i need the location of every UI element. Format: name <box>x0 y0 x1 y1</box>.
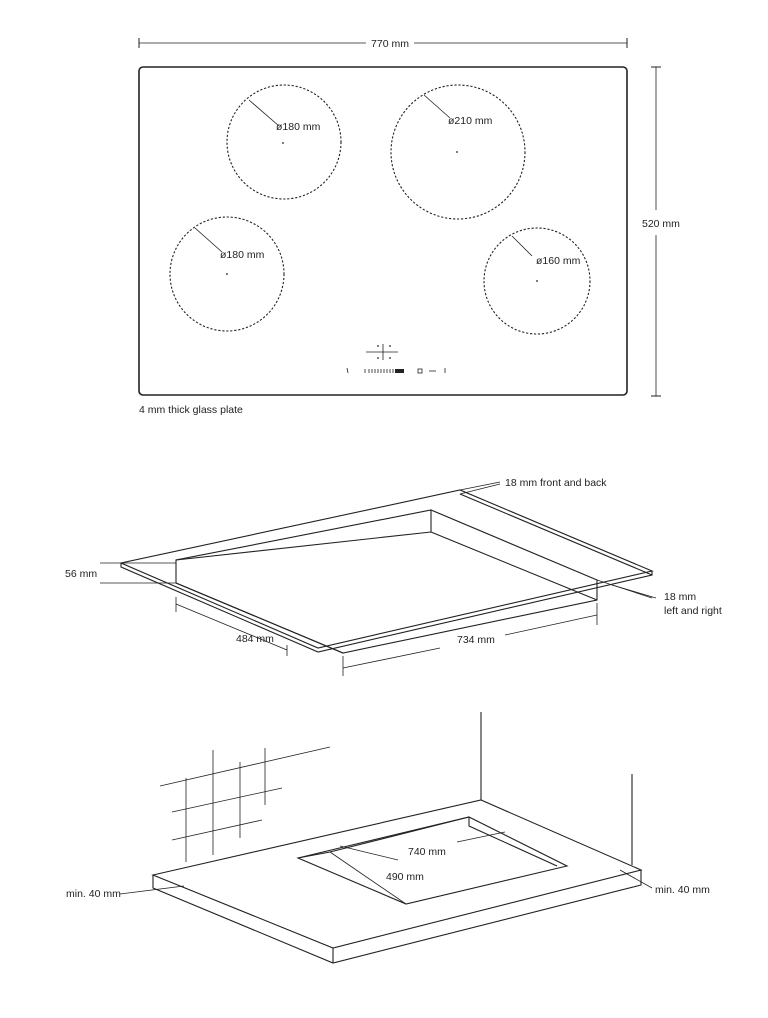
cutout-depth-label: 490 mm <box>386 871 424 883</box>
cooking-zone-1: ø180 mm <box>226 84 342 200</box>
height-dimension: 520 mm <box>642 66 680 397</box>
worktop-cutout <box>296 816 569 905</box>
housing-box <box>175 509 598 654</box>
glass-note: 4 mm thick glass plate <box>139 404 243 416</box>
worktop <box>151 799 643 964</box>
zone-1-label: ø180 mm <box>276 121 321 133</box>
front-back-label: 18 mm front and back <box>505 477 607 489</box>
left-right-label-2: left and right <box>664 605 722 617</box>
installation-view: 740 mm 490 mm min. 40 mm min. 40 mm <box>66 712 710 964</box>
zone-4-label: ø160 mm <box>536 255 581 267</box>
width-label: 770 mm <box>371 38 409 50</box>
wall-tiles <box>159 746 331 862</box>
min-right-label: min. 40 mm <box>655 884 710 896</box>
cooking-zone-2: ø210 mm <box>390 84 526 220</box>
cutout-width-label: 740 mm <box>408 846 446 858</box>
top-view: 770 mm 520 mm ø180 mm ø210 mm <box>138 38 680 416</box>
zone-3-label: ø180 mm <box>220 249 265 261</box>
cooking-zone-4: ø160 mm <box>483 227 591 335</box>
length-484-label: 484 mm <box>236 633 274 645</box>
left-right-label-1: 18 mm <box>664 591 696 603</box>
width-dimension: 770 mm <box>138 38 628 50</box>
zone-2-label: ø210 mm <box>448 115 493 127</box>
height-label: 520 mm <box>642 218 680 230</box>
glass-outline <box>119 489 654 653</box>
min-left-label: min. 40 mm <box>66 888 121 900</box>
cooking-zone-3: ø180 mm <box>169 216 285 332</box>
glass-plate <box>138 66 628 396</box>
width-734-label: 734 mm <box>457 634 495 646</box>
depth-56-label: 56 mm <box>65 568 97 580</box>
power-slider-icon <box>346 367 404 374</box>
isometric-hob-view: 18 mm front and back 18 mm left and righ… <box>65 477 722 676</box>
control-panel <box>346 344 446 374</box>
